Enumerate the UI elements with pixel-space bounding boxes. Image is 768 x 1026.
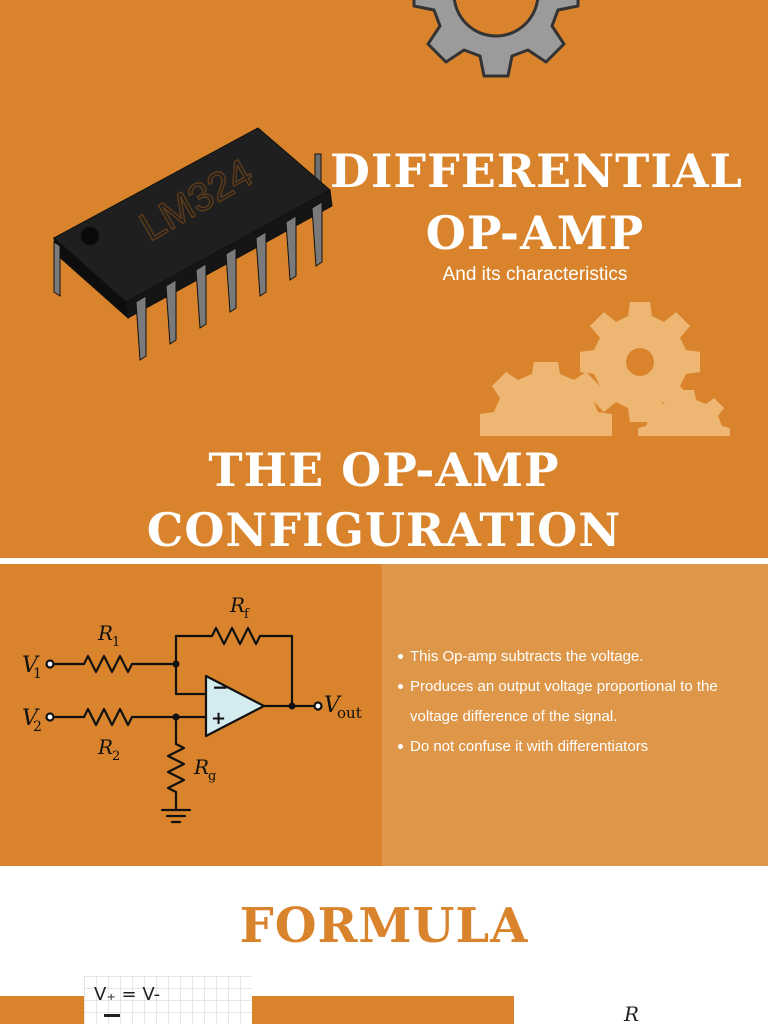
noninverting-sign-label: + [211,708,226,729]
rf-label: R [229,593,245,617]
list-item: Produces an output voltage proportional … [396,672,762,732]
page-subtitle: And its characteristics [442,264,628,285]
handwritten-equation: V₊ = V- [94,984,161,1005]
characteristics-list: This Op-amp subtracts the voltage. Produ… [396,642,762,762]
r1-label: R [97,621,113,645]
rf-subscript: f [244,607,250,622]
section-title-formula: FORMULA [239,898,529,954]
page-title: DIFFERENTIAL OP-AMP [330,144,743,260]
description-panel [382,564,768,866]
gears-decoration-icon [480,302,730,436]
r2-label: R [97,735,113,759]
rg-label: R [193,755,209,779]
handwritten-note-card: V₊ = V- [84,976,252,1024]
input-2-label: V [22,706,40,731]
circuit-panel: − + V 1 V 2 R 1 R 2 R f R g V out [0,564,382,866]
rg-subscript: g [208,769,216,784]
ic-chip-image: LM324 [53,127,333,361]
formula-card: R [514,996,768,1026]
formula-symbol: R [624,1002,640,1026]
r2-subscript: 2 [112,749,120,764]
input-2-subscript: 2 [33,719,42,735]
input-1-label: V [22,653,40,678]
list-item: This Op-amp subtracts the voltage. [396,642,762,672]
output-label: V [324,693,342,718]
handwritten-stroke [104,1014,120,1017]
hero-section: LM324 DIFFERENTIAL OP-AMP And its charac… [0,0,768,558]
input-1-subscript: 1 [33,666,42,682]
differential-opamp-circuit-diagram: − + V 1 V 2 R 1 R 2 R f R g V out [22,593,362,824]
opamp-triangle [204,674,266,738]
list-item: Do not confuse it with differentiators [396,732,762,762]
section-divider [0,558,768,564]
r1-subscript: 1 [112,635,120,650]
section-title-configuration: THE OP-AMP CONFIGURATION [146,443,622,557]
inverting-sign-label: − [212,675,229,699]
gear-icon [412,0,580,78]
output-subscript: out [337,704,362,722]
